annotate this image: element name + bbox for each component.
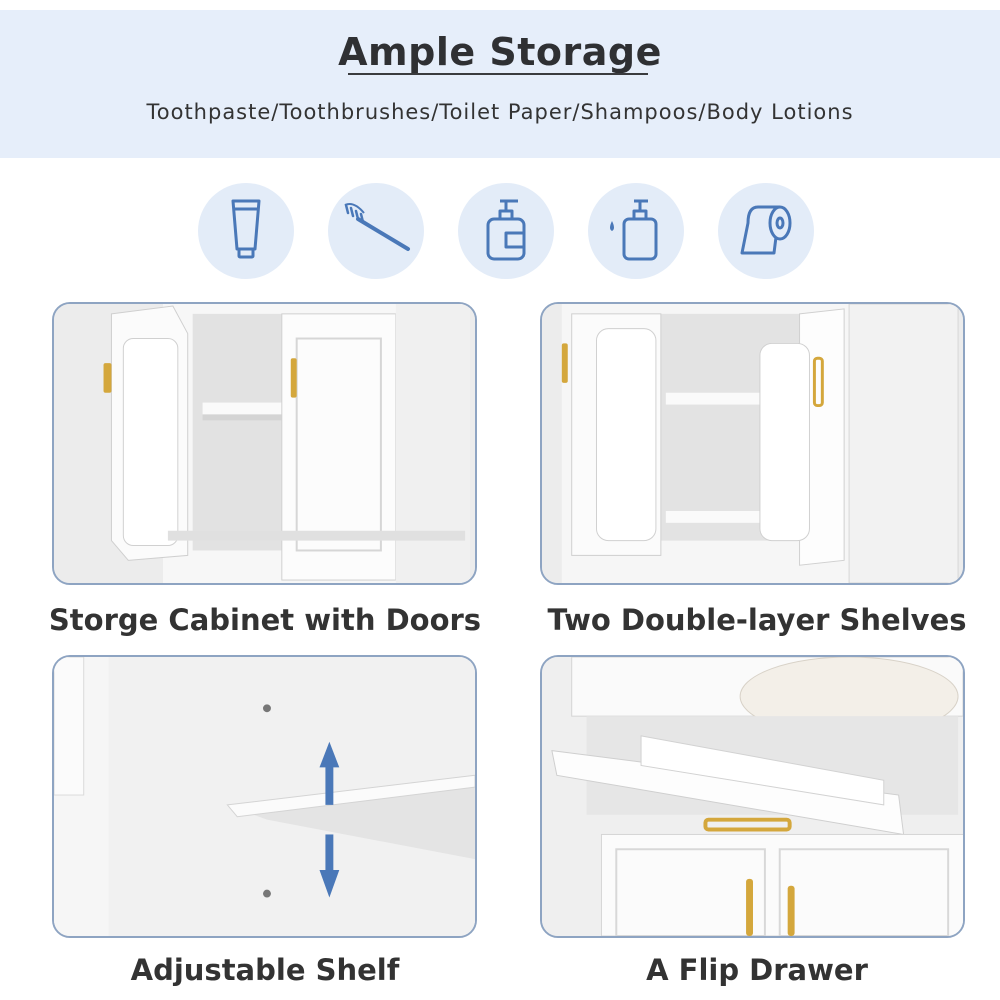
cabinet-doors-photo (52, 302, 477, 585)
caption-double-shelves: Two Double-layer Shelves (547, 603, 967, 637)
header-banner (0, 10, 1000, 158)
title-underline (348, 73, 648, 75)
double-shelves-photo (540, 302, 965, 585)
toilet-paper-icon (718, 183, 814, 279)
adjustable-shelf-photo (52, 655, 477, 938)
caption-adjustable-shelf: Adjustable Shelf (130, 953, 400, 987)
toothbrush-icon (328, 183, 424, 279)
toothpaste-icon (198, 183, 294, 279)
page-subtitle: Toothpaste/Toothbrushes/Toilet Paper/Sha… (146, 100, 854, 124)
caption-cabinet-doors: Storge Cabinet with Doors (48, 603, 482, 637)
flip-drawer-photo (540, 655, 965, 938)
page-title: Ample Storage (338, 30, 662, 74)
caption-flip-drawer: A Flip Drawer (646, 953, 868, 987)
soap-dispenser-icon (588, 183, 684, 279)
pump-bottle-icon (458, 183, 554, 279)
